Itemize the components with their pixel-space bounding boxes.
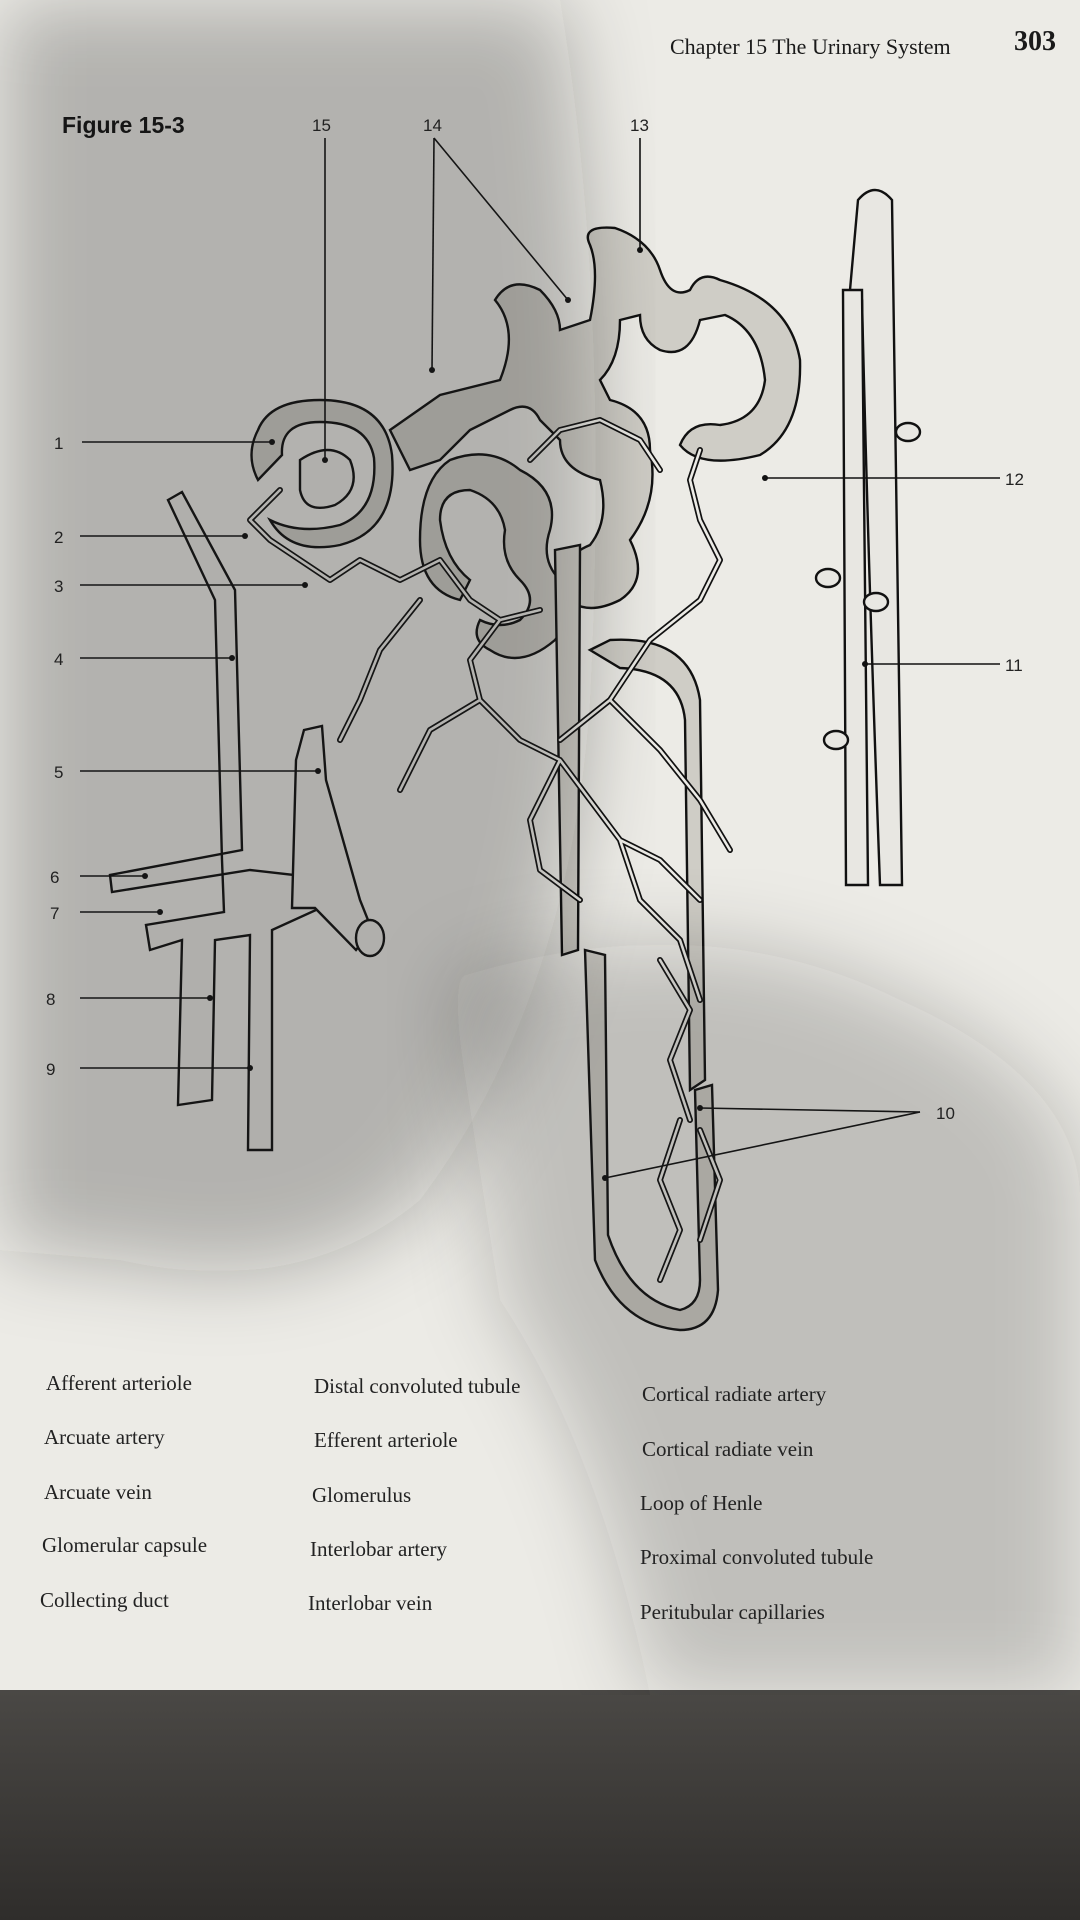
term: Interlobar vein [308, 1591, 433, 1615]
term: Efferent arteriole [314, 1428, 458, 1452]
term: Afferent arteriole [46, 1371, 192, 1395]
label-1: 1 [54, 434, 63, 453]
label-9: 9 [46, 1060, 55, 1079]
label-15: 15 [312, 116, 331, 135]
term: Distal convoluted tubule [314, 1374, 521, 1398]
label-5: 5 [54, 763, 63, 782]
chapter-header: Chapter 15 The Urinary System [670, 34, 951, 59]
label-6: 6 [50, 868, 59, 887]
label-4: 4 [54, 650, 63, 669]
arcuate-vessel-tree [108, 490, 386, 1152]
label-13: 13 [630, 116, 649, 135]
label-2: 2 [54, 528, 63, 547]
term: Arcuate artery [44, 1425, 165, 1449]
renal-tubules [388, 226, 802, 1332]
term: Cortical radiate artery [642, 1382, 827, 1406]
term: Arcuate vein [44, 1480, 152, 1504]
label-11: 11 [1005, 656, 1023, 675]
glomerular-capsule-shape [250, 398, 394, 549]
term: Glomerulus [312, 1483, 412, 1507]
label-8: 8 [46, 990, 55, 1009]
label-7: 7 [50, 904, 59, 923]
label-3: 3 [54, 577, 63, 596]
nephron-diagram: 1 2 3 4 5 6 7 8 9 10 11 12 13 14 15 [46, 116, 1024, 1332]
page-number: 303 [1014, 26, 1056, 57]
term: Peritubular capillaries [640, 1600, 825, 1624]
label-10: 10 [936, 1104, 955, 1123]
term: Glomerular capsule [42, 1533, 208, 1557]
term: Cortical radiate vein [642, 1437, 814, 1461]
term: Collecting duct [40, 1588, 169, 1612]
term: Loop of Henle [640, 1491, 763, 1515]
label-14: 14 [423, 116, 442, 135]
label-12: 12 [1005, 470, 1024, 489]
cortical-radiate-vein-right [814, 188, 922, 887]
table-surface [0, 1690, 1080, 1920]
term: Interlobar artery [310, 1537, 448, 1561]
term: Proximal convoluted tubule [640, 1545, 874, 1569]
